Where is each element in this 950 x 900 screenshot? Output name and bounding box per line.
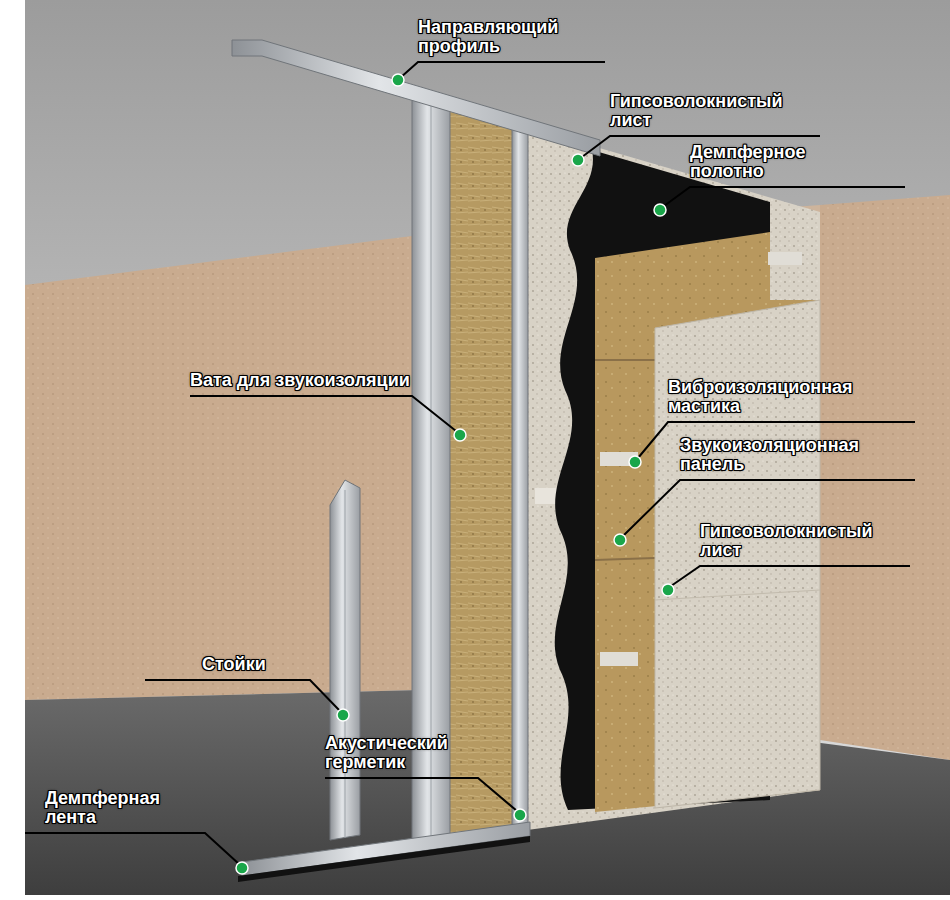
panel-joint	[595, 359, 655, 361]
top-guide-profile	[232, 40, 600, 156]
callout-dot	[392, 74, 404, 86]
callout-dot	[614, 534, 626, 546]
callout-dot	[454, 429, 466, 441]
sound-wool	[450, 108, 520, 841]
callout-dots	[236, 74, 674, 874]
leader-line	[664, 187, 905, 206]
right-wall	[820, 195, 950, 760]
leader-line	[25, 833, 239, 864]
callout-dot	[662, 584, 674, 596]
bottom-guide-profile	[242, 822, 530, 876]
part-label: Звукоизоляционная панель	[680, 436, 859, 474]
loose-stud	[330, 480, 360, 840]
part-label: Стойки	[202, 655, 266, 674]
callout-dot	[572, 154, 584, 166]
mastic-strip	[600, 652, 638, 666]
gypsum-sheet	[520, 125, 820, 831]
leader-line	[325, 778, 517, 811]
stud	[512, 123, 528, 832]
part-label: Гипсоволокнистый лист	[610, 92, 782, 130]
damper-tape	[238, 836, 530, 882]
leader-line	[145, 680, 340, 711]
callout-dot	[337, 709, 349, 721]
part-label: Направляющий профиль	[418, 18, 558, 56]
ceiling	[25, 0, 950, 895]
left-wall	[25, 235, 420, 700]
part-label: Вата для звукоизоляции	[190, 371, 420, 390]
part-label: Демпферная лента	[45, 789, 160, 827]
callout-dot	[514, 809, 526, 821]
leader-line	[671, 566, 910, 586]
callout-dot	[236, 862, 248, 874]
sheet-joint	[655, 590, 820, 600]
stud-edge	[345, 490, 346, 838]
part-label: Демпферное полотно	[690, 143, 805, 181]
part-label: Гипсоволокнистый лист	[700, 522, 872, 560]
part-label: Виброизоляционная мастика	[668, 378, 853, 416]
part-label: Акустический герметик	[325, 734, 448, 772]
callout-dot	[629, 456, 641, 468]
mastic-strip	[768, 252, 802, 265]
leader-lines	[25, 62, 915, 864]
leader-line	[400, 62, 605, 78]
panel-joint	[595, 558, 655, 560]
callout-dot	[654, 204, 666, 216]
leader-line	[190, 396, 456, 431]
